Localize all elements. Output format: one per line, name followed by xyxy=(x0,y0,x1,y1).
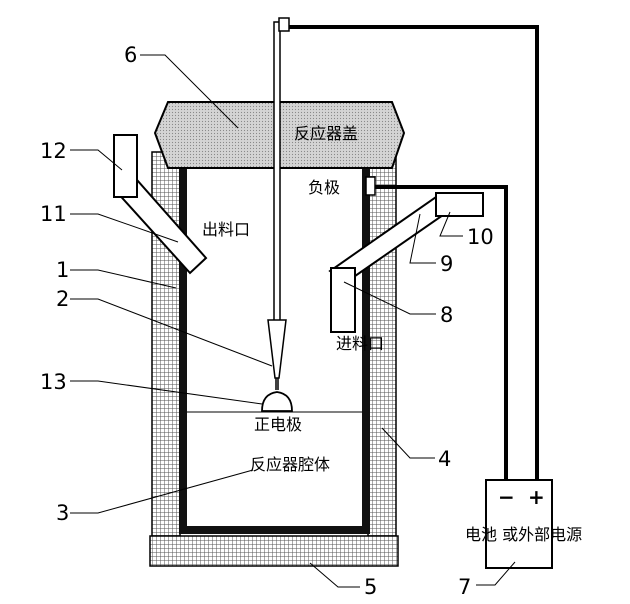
positive-electrode-label: 正电极 xyxy=(254,415,302,434)
plus-sign: + xyxy=(528,485,545,509)
power-source-box xyxy=(485,479,553,569)
reactor-lid-label: 反应器盖 xyxy=(294,124,358,143)
leader-2 xyxy=(70,298,273,367)
callout-2: 2 xyxy=(56,287,69,311)
callout-1: 1 xyxy=(56,258,69,282)
callout-4: 4 xyxy=(438,447,451,471)
leader-4 xyxy=(381,427,435,459)
callout-3: 3 xyxy=(56,501,69,525)
inlet-pipe-upper xyxy=(435,192,484,217)
callout-13: 13 xyxy=(40,370,67,394)
positive-electrode-tip xyxy=(261,391,293,412)
callout-9: 9 xyxy=(440,252,453,276)
negative-wire xyxy=(375,185,508,480)
positive-wire xyxy=(289,25,539,480)
leader-3 xyxy=(70,469,254,514)
callout-8: 8 xyxy=(440,303,453,327)
insulation-base xyxy=(149,535,399,567)
callout-5: 5 xyxy=(364,575,377,599)
positive-electrode-rod xyxy=(273,21,281,323)
leader-10 xyxy=(439,211,463,237)
leader-1 xyxy=(70,269,177,289)
callout-7: 7 xyxy=(458,575,471,599)
callout-11: 11 xyxy=(40,202,67,226)
electrode-neck xyxy=(275,378,279,390)
leader-8 xyxy=(343,281,436,315)
negative-electrode-label: 负极 xyxy=(308,178,340,197)
reactor-chamber-label: 反应器腔体 xyxy=(250,455,330,474)
callout-12: 12 xyxy=(40,139,67,163)
leader-11 xyxy=(70,213,179,243)
leader-6 xyxy=(140,54,239,129)
electrode-taper xyxy=(267,319,287,379)
inlet-label: 进料口 xyxy=(336,334,384,353)
inlet-pipe-lower xyxy=(330,267,356,333)
insulation-right-wall xyxy=(367,151,397,537)
callout-6: 6 xyxy=(124,43,137,67)
power-source-label: 电池 或外部电源 xyxy=(465,525,582,544)
leader-7 xyxy=(476,561,516,586)
electrode-top-connector xyxy=(278,17,290,32)
leader-12 xyxy=(70,149,123,171)
callout-10: 10 xyxy=(467,225,494,249)
outlet-label: 出料口 xyxy=(202,220,250,239)
outlet-pipe-cap xyxy=(113,134,138,198)
leader-5 xyxy=(309,562,360,588)
leader-lines xyxy=(70,54,516,588)
reactor-inner-wall xyxy=(179,168,370,534)
negative-electrode-connector xyxy=(365,176,376,196)
leader-13 xyxy=(70,380,263,405)
leader-9 xyxy=(409,213,436,264)
minus-sign: − xyxy=(498,485,515,509)
